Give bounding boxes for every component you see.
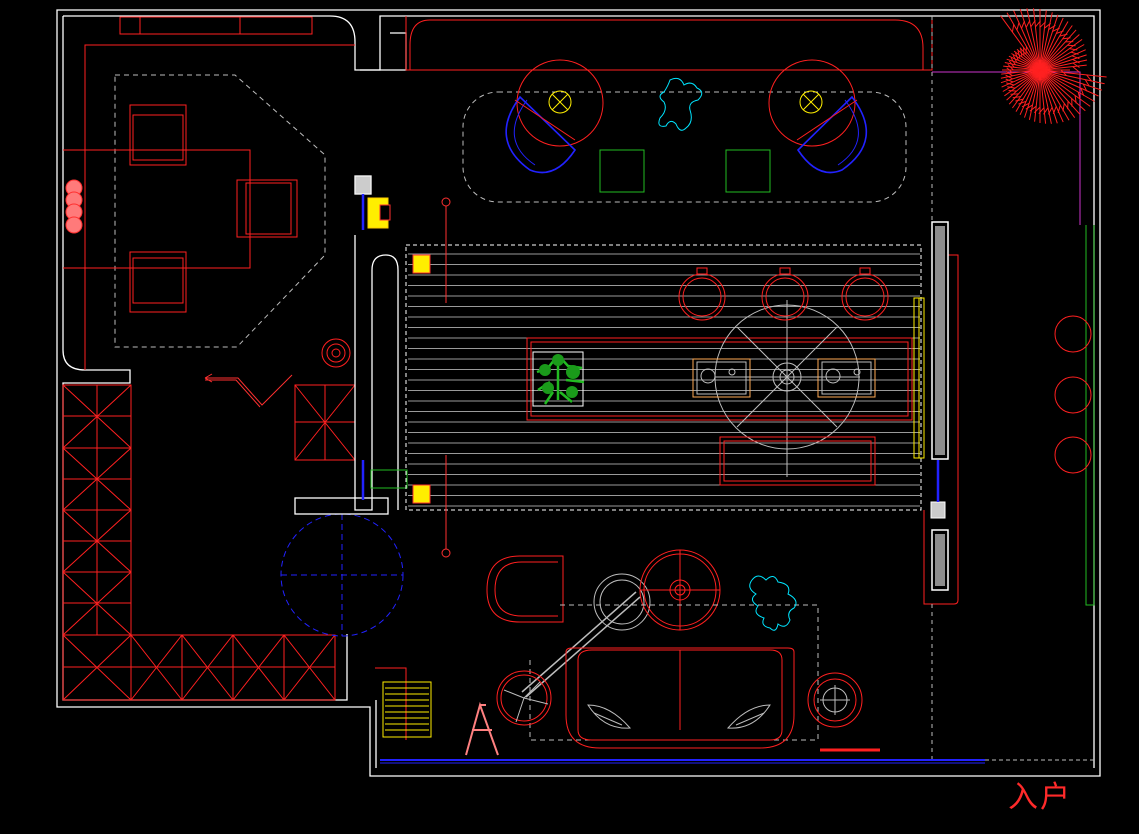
tree-icon <box>1000 8 1107 124</box>
bar-area <box>405 16 933 203</box>
armchair-round <box>486 555 564 623</box>
dining-chair <box>678 267 889 321</box>
kitchen-area <box>405 197 925 558</box>
table-lamp-icon <box>321 338 351 368</box>
storage-cabinets <box>62 384 356 701</box>
side-table <box>599 149 645 193</box>
flower-icon <box>658 77 703 131</box>
table-lamp-icon <box>496 670 863 728</box>
stove-icon <box>692 358 876 398</box>
lounge-room <box>63 16 355 370</box>
flower-icon <box>65 179 83 234</box>
side-table <box>725 149 771 193</box>
table-lamp-icon <box>639 549 721 631</box>
partition-walls <box>294 32 407 515</box>
entrance-label: 入户 <box>1008 780 1072 815</box>
living-room <box>375 549 1094 764</box>
door-swing-icon <box>204 373 293 408</box>
easel <box>465 701 499 756</box>
tree-icon <box>532 351 585 407</box>
stair-icon <box>382 681 432 738</box>
armchair <box>129 104 187 166</box>
armchair <box>236 179 298 238</box>
door-frame <box>354 175 372 195</box>
green-box <box>370 469 408 489</box>
bar-stool-left <box>505 59 604 174</box>
right-column <box>923 8 1107 760</box>
cushion <box>587 704 771 729</box>
yellow-fixture <box>367 197 391 229</box>
round-table <box>280 513 404 637</box>
light-switch <box>412 254 431 274</box>
sofa <box>565 647 795 749</box>
light-switch <box>412 484 431 504</box>
armchair <box>129 251 187 313</box>
flower-icon <box>749 575 797 631</box>
bar-stool-right <box>768 59 868 174</box>
coffee-table-round <box>593 573 651 631</box>
